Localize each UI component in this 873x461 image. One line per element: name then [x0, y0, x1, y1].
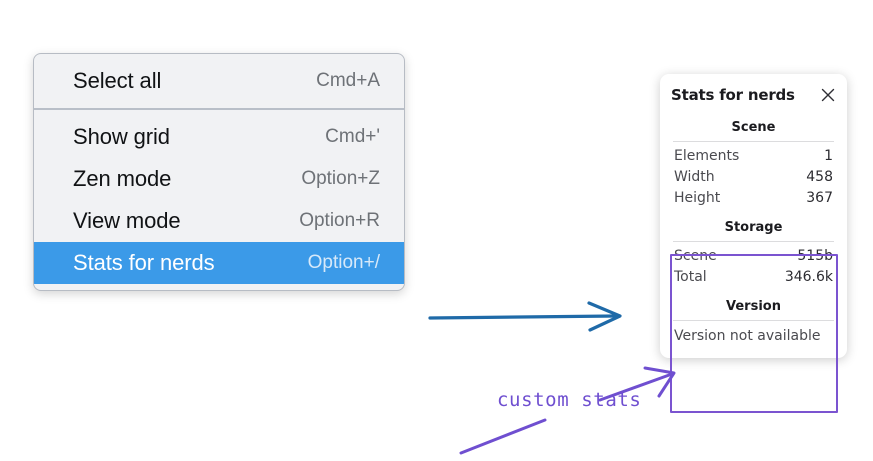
stat-label: Scene	[674, 247, 717, 264]
stat-value: 515b	[797, 247, 833, 264]
menu-item-view-mode[interactable]: View mode Option+R	[34, 200, 404, 242]
menu-item-label: Stats for nerds	[73, 250, 215, 275]
stats-panel-title: Stats for nerds	[671, 86, 795, 104]
menu-item-select-all[interactable]: Select all Cmd+A	[34, 60, 404, 102]
stat-value: 1	[824, 147, 833, 164]
section-divider	[673, 241, 834, 242]
menu-item-shortcut: Cmd+A	[316, 70, 380, 91]
menu-group-1: Select all Cmd+A	[34, 54, 404, 108]
stat-label: Height	[674, 189, 721, 206]
stat-label: Total	[674, 268, 707, 285]
menu-item-shortcut: Option+R	[299, 210, 380, 231]
menu-item-label: Select all	[73, 68, 162, 93]
stats-section-scene: Scene Elements 1 Width 458 Height 367	[671, 117, 836, 208]
custom-stats-annotation-label: custom stats	[497, 389, 642, 411]
stat-value: 458	[806, 168, 833, 185]
stat-row: Total 346.6k	[671, 266, 836, 287]
stat-value: 346.6k	[784, 268, 833, 285]
stat-row: Height 367	[671, 187, 836, 208]
version-note: Version not available	[674, 328, 821, 344]
section-heading: Version	[726, 299, 781, 314]
stats-for-nerds-panel: Stats for nerds Scene Elements 1 Width 4…	[660, 74, 847, 358]
stat-row: Width 458	[671, 166, 836, 187]
stat-row: Scene 515b	[671, 245, 836, 266]
section-divider	[673, 320, 834, 321]
menu-item-shortcut: Cmd+'	[325, 126, 380, 147]
menu-group-2: Show grid Cmd+' Zen mode Option+Z View m…	[34, 108, 404, 290]
stats-section-version: Version Version not available	[671, 296, 836, 345]
menu-item-show-grid[interactable]: Show grid Cmd+'	[34, 116, 404, 158]
menu-item-label: View mode	[73, 208, 181, 233]
menu-item-stats-for-nerds[interactable]: Stats for nerds Option+/	[34, 242, 404, 284]
stat-label: Elements	[674, 147, 740, 164]
menu-item-label: Show grid	[73, 124, 170, 149]
stat-value: 367	[806, 189, 833, 206]
section-heading: Storage	[724, 220, 783, 235]
section-heading: Scene	[731, 120, 776, 135]
stat-row: Elements 1	[671, 145, 836, 166]
stats-panel-header: Stats for nerds	[671, 86, 836, 104]
section-divider	[673, 141, 834, 142]
menu-item-shortcut: Option+/	[307, 252, 380, 273]
menu-item-shortcut: Option+Z	[301, 168, 380, 189]
close-icon[interactable]	[820, 87, 836, 103]
stats-section-storage: Storage Scene 515b Total 346.6k	[671, 217, 836, 287]
canvas-context-menu[interactable]: Select all Cmd+A Show grid Cmd+' Zen mod…	[33, 53, 405, 291]
menu-item-zen-mode[interactable]: Zen mode Option+Z	[34, 158, 404, 200]
menu-item-label: Zen mode	[73, 166, 172, 191]
purple-arrow-lower	[459, 418, 547, 455]
blue-arrow	[428, 301, 622, 332]
stat-label: Width	[674, 168, 715, 185]
